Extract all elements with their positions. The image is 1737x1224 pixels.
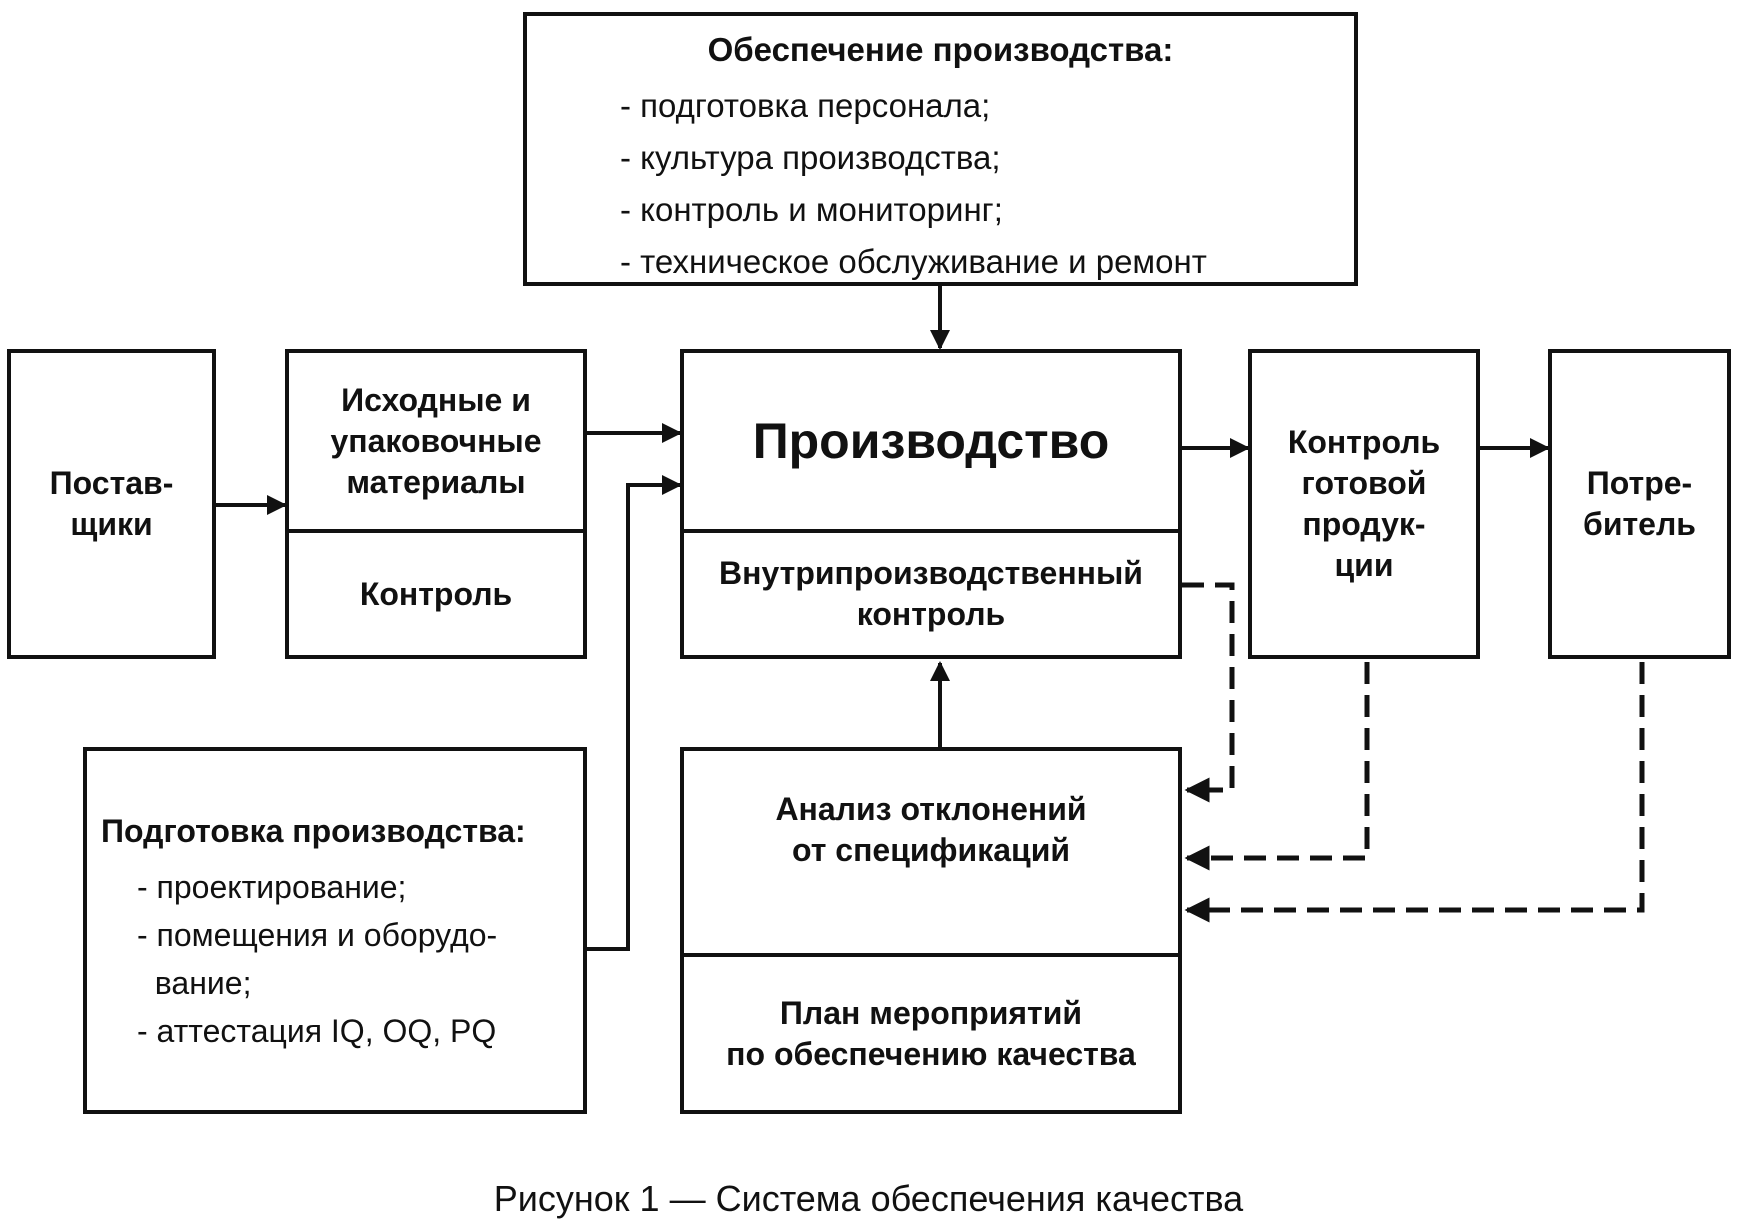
dashed-arrow-finished-control-to-analysis [1184, 662, 1370, 871]
materials-label: Исходные и упаковочные материалы [330, 381, 542, 500]
list-item: - помещения и оборудо- [137, 917, 498, 953]
production-preparation-title: Подготовка производства: [101, 813, 526, 849]
consumer-box: Потре- битель [1548, 349, 1731, 659]
consumer-label: Потре- битель [1583, 465, 1696, 542]
finished-product-control-box: Контроль готовой продук- ции [1248, 349, 1480, 659]
figure-caption: Рисунок 1 — Система обеспечения качества [493, 1178, 1244, 1219]
production-title: Производство [752, 413, 1110, 469]
production-support-list: - подготовка персонала; - культура произ… [620, 80, 1207, 288]
list-item: - подготовка персонала; [620, 87, 991, 124]
deviation-analysis-label: Анализ отклонений от спецификаций [775, 791, 1087, 868]
finished-product-control-label: Контроль готовой продук- ции [1287, 424, 1441, 583]
production-support-box: Обеспечение производства: - подготовка п… [523, 12, 1358, 286]
list-item: - техническое обслуживание и ремонт [620, 243, 1207, 280]
materials-control-label: Контроль [359, 575, 513, 612]
production-preparation-list: - проектирование; - помещения и оборудо-… [137, 863, 497, 1055]
production-preparation-box: Подготовка производства: - проектировани… [83, 747, 587, 1114]
materials-box: Исходные и упаковочные материалы Контрол… [285, 349, 587, 659]
list-item: - проектирование; [137, 869, 407, 905]
list-item: вание; [137, 965, 252, 1001]
materials-divider [289, 529, 583, 533]
production-support-title: Обеспечение производства: [707, 31, 1174, 68]
deviation-analysis-box: Анализ отклонений от спецификаций План м… [680, 747, 1182, 1114]
suppliers-box: Постав- щики [7, 349, 216, 659]
list-item: - культура производства; [620, 139, 1001, 176]
list-item: - аттестация IQ, OQ, PQ [137, 1013, 497, 1049]
production-box: Производство Внутрипроизводственный конт… [680, 349, 1182, 659]
arrow-preparation-to-production [587, 475, 682, 951]
suppliers-label: Постав- щики [49, 465, 174, 542]
production-divider [684, 529, 1178, 533]
list-item: - контроль и мониторинг; [620, 191, 1003, 228]
dashed-arrow-consumer-to-analysis [1184, 662, 1645, 923]
analysis-divider [684, 953, 1178, 957]
inprocess-control-label: Внутрипроизводственный контроль [719, 555, 1143, 632]
qa-plan-label: План мероприятий по обеспечению качества [726, 994, 1136, 1072]
dashed-arrow-inprocess-to-analysis [1182, 582, 1235, 803]
